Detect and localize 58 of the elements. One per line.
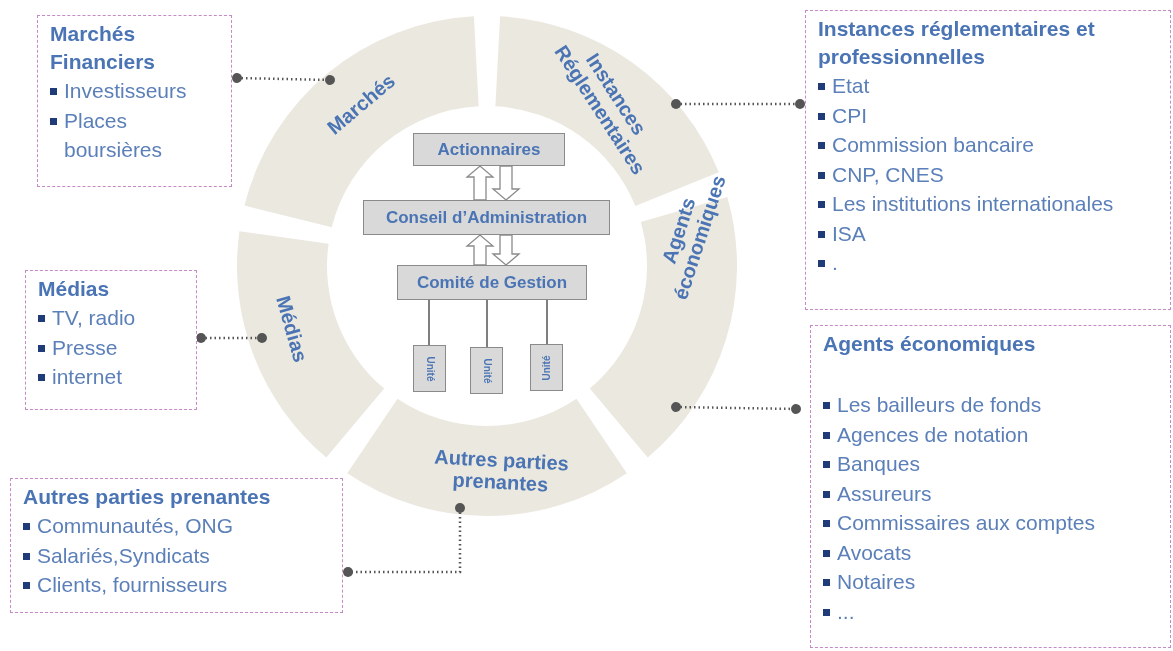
dotted-connector — [671, 402, 801, 414]
list-item: Banques — [837, 451, 920, 477]
list-box — [805, 10, 1171, 310]
org-box — [363, 200, 610, 235]
box-heading: Instances réglementaires et professionnelles — [818, 16, 1096, 70]
list-box — [25, 270, 197, 410]
dotted-connector — [671, 99, 805, 109]
list-item: . — [832, 250, 838, 276]
unit-label: Unité — [540, 355, 553, 380]
list-item: Commission bancaire — [832, 132, 1034, 158]
list-item: CNP, CNES — [832, 161, 944, 188]
list-item: TV, radio — [52, 305, 136, 331]
dotted-connector — [196, 333, 267, 343]
org-label: Comité de Gestion — [416, 272, 568, 293]
connector-line — [486, 299, 488, 348]
list-item: Communautés, ONG — [37, 513, 234, 539]
box-heading: Agents économiques — [823, 331, 1037, 357]
list-item: Clients, fournisseurs — [37, 572, 228, 598]
connector-line — [428, 299, 430, 346]
block-arrow — [491, 165, 521, 201]
unit-label: Unité — [423, 356, 436, 381]
list-item: CPI — [832, 102, 867, 129]
list-item: Salariés,Syndicats — [37, 542, 210, 569]
list-box — [10, 478, 343, 613]
list-item: Places boursières — [64, 107, 164, 163]
org-label: Actionnaires — [437, 139, 541, 160]
list-item: internet — [52, 364, 123, 390]
list-item: Les bailleurs de fonds — [837, 392, 1042, 418]
list-box — [810, 325, 1171, 648]
unit-box — [413, 345, 446, 392]
list-item: Commissaires aux comptes — [837, 510, 1095, 536]
block-arrow — [491, 234, 521, 266]
list-item: Notaires — [837, 569, 916, 595]
list-item: ... — [837, 598, 855, 625]
list-item: Avocats — [837, 539, 912, 566]
list-item: Agences de notation — [837, 421, 1029, 448]
box-heading: Marchés Financiers — [50, 21, 157, 75]
unit-box — [470, 347, 503, 394]
org-label: Conseil d’Administration — [385, 207, 588, 228]
list-item: Les institutions internationales — [832, 191, 1114, 217]
connector-line — [546, 299, 548, 345]
list-box — [37, 15, 232, 187]
box-heading: Autres parties prenantes — [23, 484, 272, 510]
block-arrow — [465, 234, 495, 266]
box-heading: Médias — [38, 276, 111, 302]
dotted-connector — [232, 73, 335, 85]
segment-label: Médias — [271, 292, 313, 367]
unit-box — [530, 344, 563, 391]
dotted-connector — [343, 503, 465, 577]
list-item: ISA — [832, 220, 866, 247]
unit-label: Unité — [480, 358, 493, 383]
list-item: Etat — [832, 73, 870, 99]
list-item: Investisseurs — [64, 78, 187, 104]
block-arrow — [465, 165, 495, 201]
list-item: Presse — [52, 334, 118, 361]
list-item: Assureurs — [837, 480, 932, 507]
org-box — [397, 265, 587, 300]
segment-label: Autres parties prenantes — [433, 444, 571, 497]
